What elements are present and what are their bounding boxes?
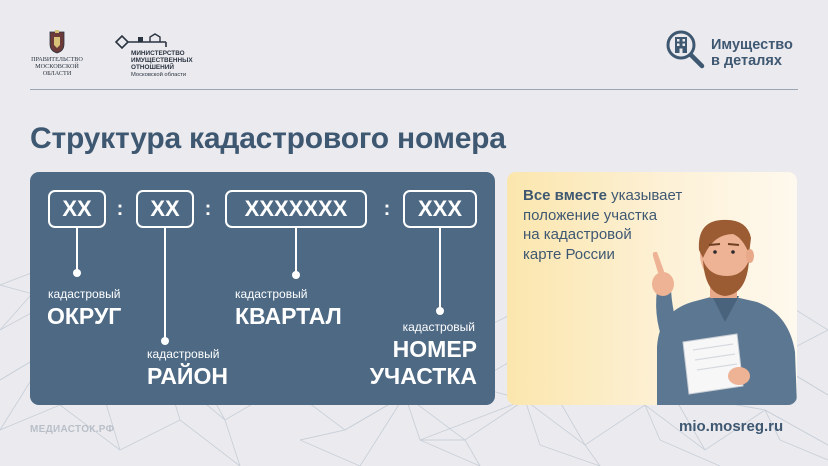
government-logo: ПРАВИТЕЛЬСТВО МОСКОВСКОЙ ОБЛАСТИ — [26, 30, 88, 78]
label-region-small: кадастровый — [147, 347, 220, 361]
label-district-small: кадастровый — [48, 287, 121, 301]
footer-source: МЕДИАСТОК.РФ — [30, 424, 115, 435]
segment-quarter-box: XXXXXXX — [225, 190, 367, 228]
connector-line — [76, 228, 78, 272]
segment-district-box: XX — [48, 190, 106, 228]
connector-dot — [292, 271, 300, 279]
magnifier-building-icon — [666, 30, 705, 69]
separator: : — [383, 198, 391, 220]
info-bold: Все вместе — [523, 187, 607, 204]
coat-of-arms-icon — [49, 30, 65, 54]
brand-line: Имущество — [711, 37, 793, 53]
label-quarter-small: кадастровый — [235, 287, 308, 301]
connector-dot — [436, 307, 444, 315]
info-line: на кадастровой — [523, 226, 632, 243]
ministry-logo-line: ОТНОШЕНИЙ — [131, 64, 174, 72]
info-line: карте России — [523, 245, 615, 263]
connector-line — [439, 228, 441, 310]
ministry-logo-line: ИМУЩЕСТВЕННЫХ — [131, 57, 193, 65]
footer-website-link[interactable]: mio.mosreg.ru — [679, 418, 784, 435]
separator: : — [116, 198, 124, 220]
connector-dot — [161, 337, 169, 345]
separator: : — [204, 198, 212, 220]
label-region-big: РАЙОН — [147, 363, 228, 389]
brand-name: Имущество в деталях — [711, 37, 793, 69]
connector-dot — [73, 269, 81, 277]
cadastral-number-panel: XX : XX : XXXXXXX : XXX кадастровый ОКРУ… — [30, 172, 495, 405]
government-logo-line: ПРАВИТЕЛЬСТВО — [31, 56, 83, 63]
page-title: Структура кадастрового номера — [30, 122, 506, 155]
man-pointing-illustration — [652, 219, 797, 405]
label-plot-big: УЧАСТКА — [369, 363, 477, 389]
info-text: Все вместе указывает положение участка н… — [523, 186, 682, 264]
connector-line — [295, 228, 297, 274]
info-line: указывает — [606, 187, 683, 204]
ministry-logo-region: Московской области — [131, 71, 187, 78]
segment-region-box: XX — [136, 190, 194, 228]
connector-line — [164, 228, 166, 340]
label-plot-big: НОМЕР — [392, 336, 477, 362]
label-quarter-big: КВАРТАЛ — [235, 303, 342, 329]
header-divider — [30, 89, 798, 90]
label-plot-small: кадастровый — [402, 320, 475, 334]
government-logo-line: МОСКОВСКОЙ — [35, 63, 79, 71]
brand-line: в деталях — [711, 53, 782, 69]
government-logo-line: ОБЛАСТИ — [42, 70, 72, 78]
label-district-big: ОКРУГ — [47, 303, 122, 329]
key-house-icon — [114, 33, 167, 50]
info-card: Все вместе указывает положение участка н… — [507, 172, 797, 405]
info-line: положение участка — [523, 206, 658, 224]
segment-plot-box: XXX — [403, 190, 477, 228]
ministry-logo-line: МИНИСТЕРСТВО — [131, 50, 185, 57]
